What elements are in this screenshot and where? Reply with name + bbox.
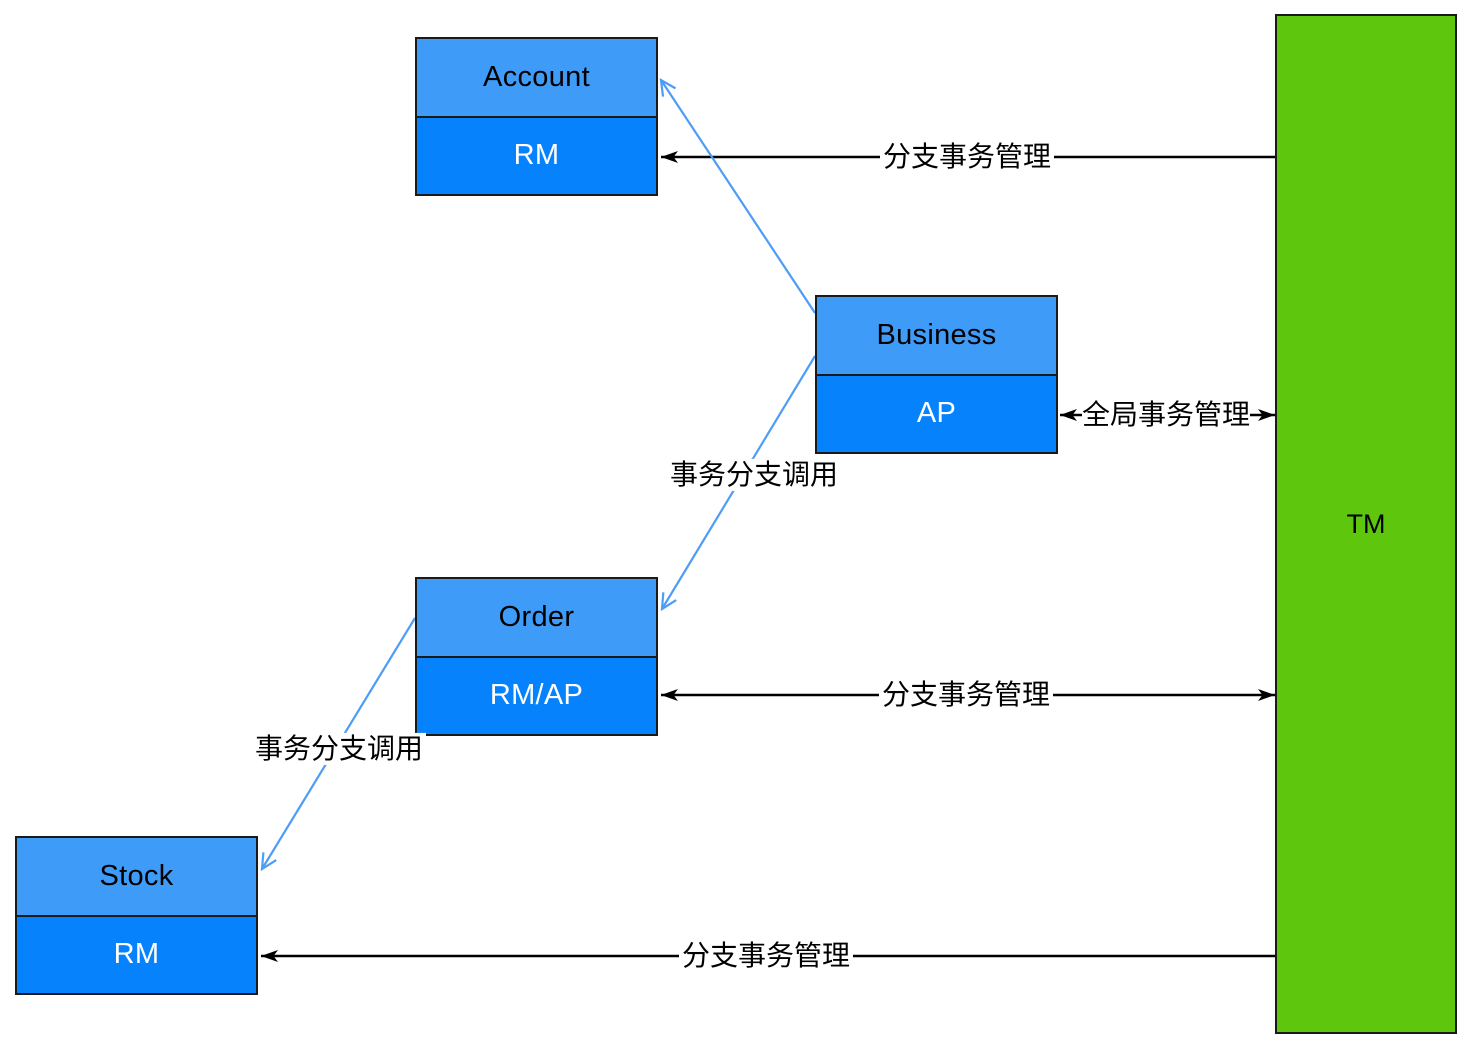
edge-business-account (659, 77, 816, 314)
node-stock: Stock RM (15, 836, 258, 995)
node-account-role: RM (417, 117, 656, 194)
node-tm-title: TM (1346, 508, 1386, 539)
edge-label-tm-order: 分支事务管理 (878, 678, 1054, 712)
node-order-role: RM/AP (417, 657, 656, 734)
node-order-title: Order (417, 579, 656, 658)
node-business-role: AP (817, 375, 1056, 452)
edge-label-tm-account: 分支事务管理 (879, 140, 1055, 174)
node-account-title: Account (417, 39, 656, 118)
edge-label-business-order: 事务分支调用 (666, 458, 842, 492)
node-business: Business AP (815, 295, 1058, 454)
node-business-title: Business (817, 297, 1056, 376)
edge-label-tm-stock: 分支事务管理 (678, 939, 854, 973)
edge-label-tm-business: 全局事务管理 (1081, 398, 1251, 432)
node-stock-title: Stock (17, 838, 256, 917)
edge-label-order-stock: 事务分支调用 (251, 732, 427, 766)
node-account: Account RM (415, 37, 658, 196)
node-stock-role: RM (17, 916, 256, 993)
node-order: Order RM/AP (415, 577, 658, 736)
node-tm: TM (1275, 14, 1457, 1034)
